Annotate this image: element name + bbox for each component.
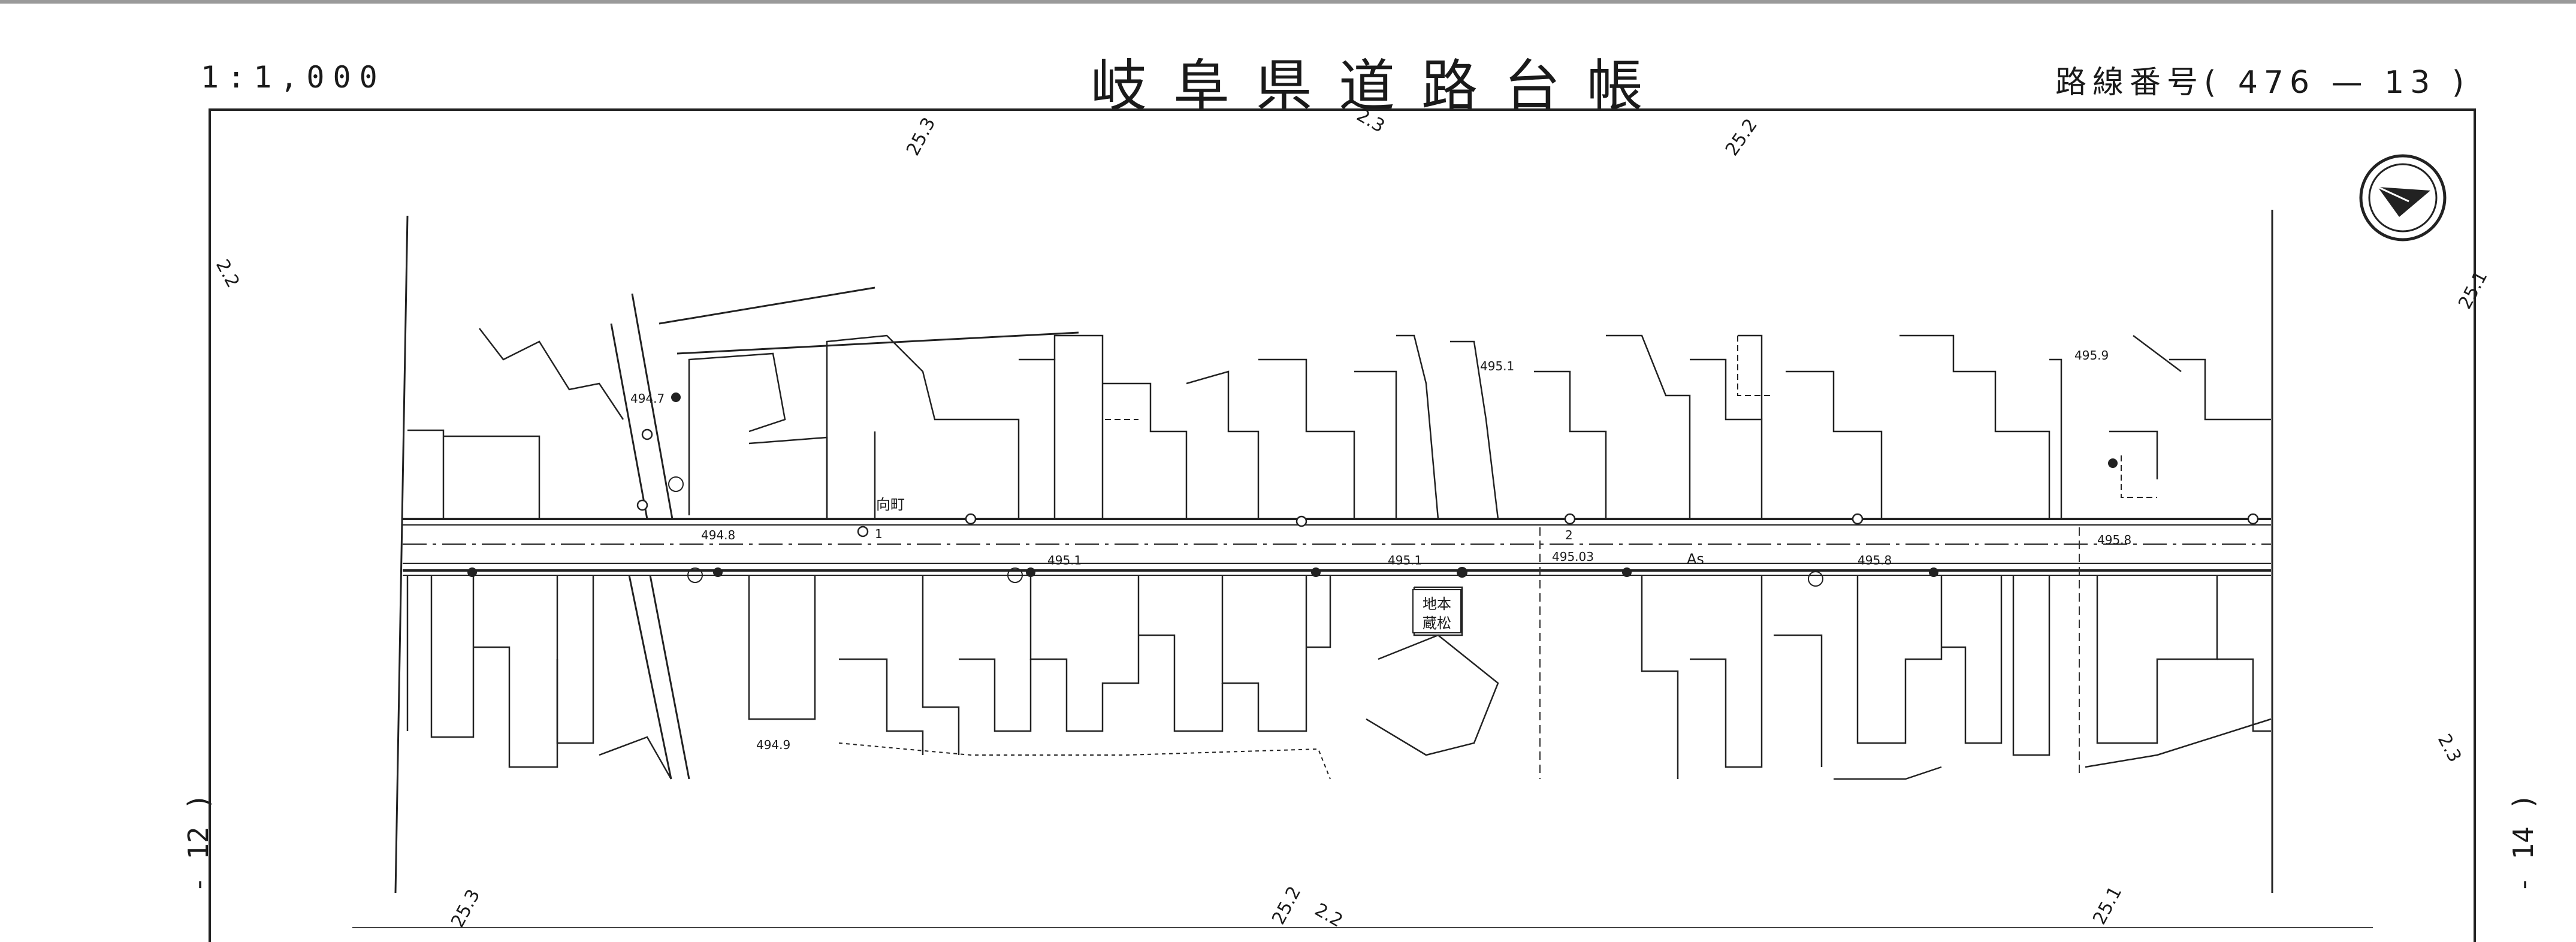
- elevation-label: 494.7: [630, 391, 665, 406]
- station-mark: 1: [875, 527, 883, 541]
- side-street-left: [610, 286, 1079, 780]
- elevation-label: 495.1: [1388, 553, 1422, 567]
- grid-label: 2.3: [2433, 730, 2465, 766]
- fence-lines-north: [1102, 336, 2157, 498]
- buildings-north: [407, 328, 2271, 520]
- landmark-label-1: 地本: [1423, 596, 1451, 612]
- north-arrow-icon: [2359, 154, 2447, 241]
- hydrant-symbols: [668, 476, 1823, 587]
- route-number: 路線番号( 476 — 13 ): [2055, 65, 2471, 101]
- survey-points: [467, 393, 2118, 578]
- elevation-label: 495.9: [2074, 348, 2109, 363]
- grid-label: 25.1: [2089, 883, 2126, 928]
- elevation-label: 495.1: [1047, 553, 1082, 567]
- station-mark: 2: [1565, 528, 1573, 542]
- elevation-label: 494.9: [756, 738, 790, 752]
- grid-label: 25.2: [1722, 115, 1762, 160]
- map-frame: [209, 108, 2476, 942]
- elevation-label: 495.8: [1858, 553, 1892, 567]
- top-border: [0, 0, 2576, 4]
- grid-label: 25.2: [1268, 883, 1305, 928]
- elevation-label: 494.8: [701, 528, 735, 542]
- survey-points-open: [636, 428, 2259, 538]
- grid-label: 25.1: [2454, 267, 2492, 312]
- grid-label: 2.2: [1311, 899, 1346, 932]
- fence-lines-south: [838, 742, 1331, 780]
- page-title: 岐阜県道路台帳: [1091, 54, 1670, 119]
- elevation-label: 495.1: [1480, 359, 1514, 373]
- place-name: 向町: [876, 496, 905, 513]
- grid-label: 25.3: [902, 114, 940, 159]
- lot-boundaries: [1539, 527, 2080, 779]
- landmark-label-2: 蔵松: [1423, 615, 1451, 632]
- grid-label: 25.3: [447, 886, 484, 931]
- buildings-south: [406, 575, 2272, 780]
- landmark-box: [1412, 589, 1461, 633]
- elevation-label: 495.8: [2097, 533, 2131, 547]
- main-road: [403, 518, 2271, 576]
- map-left-edge: [394, 215, 409, 893]
- elevation-label: 495.03: [1552, 550, 1594, 564]
- grid-label: 2.2: [212, 256, 243, 291]
- pavement-label: As: [1687, 551, 1704, 567]
- map-scale: 1:1,000: [201, 60, 386, 95]
